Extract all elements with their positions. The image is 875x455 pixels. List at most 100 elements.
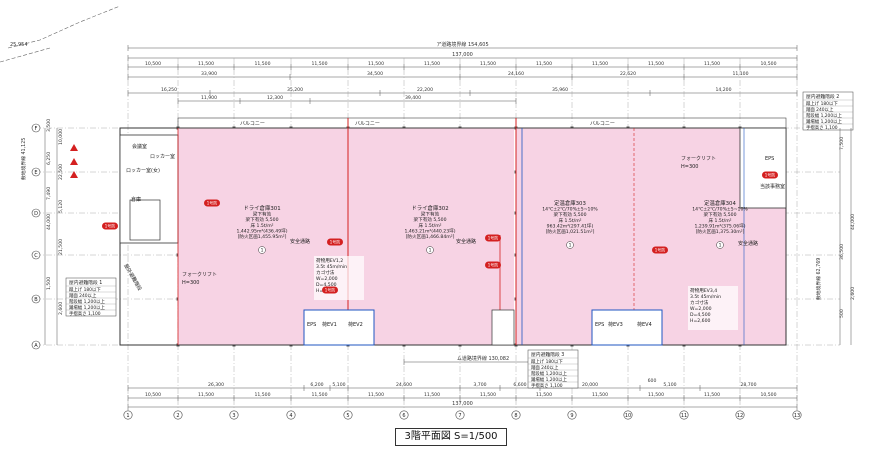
grid-col-bubble: [679, 410, 689, 420]
grid-col-label: 9: [570, 413, 573, 419]
ev-detail-text: カゴ寸法: [690, 299, 709, 306]
dimension-label: 44,000: [850, 214, 856, 230]
grid-col-label: 2: [176, 413, 179, 419]
grid-row-bubble: [31, 250, 41, 260]
dimension-label: 39,400: [405, 95, 421, 101]
dimension-label: 10,500: [145, 61, 161, 67]
stair-table-row: 手摺高さ 1,100: [806, 124, 838, 131]
room-fill-303: [516, 128, 634, 345]
locker-room-2-label: ロッカー室(女): [126, 167, 160, 174]
ev-detail-text: D=4,500: [316, 282, 337, 288]
dimension-label: 11,500: [536, 392, 552, 398]
grid-col-bubble: [123, 410, 133, 420]
fire-marker-text: 1号防: [325, 287, 336, 293]
dimension-label: 11,500: [424, 61, 440, 67]
stair-core-left: [129, 199, 161, 241]
drawing-caption: 3階平面図 S=1/500: [395, 428, 507, 446]
grid-col-bubble: [455, 410, 465, 420]
room-text: 1,442.95m²(436.49坪): [236, 227, 287, 234]
stair-table-row: 階段幅 1,200以上: [531, 370, 568, 377]
dimension-label: 11,900: [201, 95, 217, 101]
stair-table-row: 蹴上げ 180以下: [531, 358, 563, 365]
side-dimensions: 3,50010,0006,25022,5007,4905,12044,00021…: [20, 119, 856, 345]
grid-col-label: 12: [737, 413, 743, 419]
ev-label-3: 荷EV3: [608, 321, 623, 328]
dimension-label: 11,500: [368, 392, 384, 398]
room-fill-301: [178, 128, 348, 345]
dimension-label: 28,700: [740, 382, 756, 388]
dimension-label: 11,500: [480, 392, 496, 398]
dimension-label: 11,100: [732, 71, 748, 77]
room-text: 1,239.91m²(375.06坪): [694, 222, 745, 229]
ev-label-2: 荷EV2: [348, 321, 363, 328]
left-road-label: 敷地境界線 41,125: [20, 138, 27, 180]
dimension-label: 7,500: [839, 137, 845, 150]
dimension-label: 11,500: [480, 61, 496, 67]
room-text: 梁下有効 5,500: [246, 216, 279, 223]
dimension-label: 10,500: [760, 392, 776, 398]
room-text: 梁下有効 5,500: [554, 211, 587, 218]
room-text: 床 1.5t/m²: [558, 217, 581, 224]
room-text: ドライ倉庫302: [411, 204, 448, 212]
grid-col-bubble: [229, 410, 239, 420]
dimension-label: 10,000: [58, 129, 64, 145]
room-text: 床 1.5t/m²: [250, 222, 273, 229]
dimension-label: 500: [839, 309, 845, 318]
dimension-label: 5,100: [663, 382, 676, 388]
stair-core-mid: [491, 309, 515, 346]
stair-table-row: 階段幅 1,200以上: [806, 112, 843, 119]
stair-table-row: 蹴上げ 180以下: [69, 286, 101, 293]
ev-block-1: [303, 309, 375, 346]
dimension-label: 11,500: [648, 61, 664, 67]
dimension-label: 5,100: [332, 382, 345, 388]
room-text: ドライ倉庫301: [243, 204, 280, 212]
grid-col-label: 1: [126, 413, 129, 419]
dimension-label: 2,600: [58, 302, 64, 315]
dimension-label: 1,500: [46, 277, 52, 290]
ev-details: 荷物用EV1,23.5t 45m/minカゴ寸法W=2,000D=4,500H=…: [314, 256, 738, 330]
grid-col-bubble: [399, 410, 409, 420]
grid-row-label: C: [34, 253, 38, 259]
grid-row-bubble: [31, 208, 41, 218]
room-text: 床 1.5t/m²: [418, 222, 441, 229]
dimension-label: 6,200: [310, 382, 323, 388]
forklift-h-2: H=300: [681, 164, 699, 170]
top-left-mark: 25,954: [10, 42, 28, 48]
room-text: 1,463.21m²(440.23坪): [404, 227, 455, 234]
room-text: [防火区画1,021.51m²]: [546, 228, 595, 235]
fire-marker: [485, 261, 501, 269]
safe-path-label-3: 安全通路: [738, 240, 758, 247]
stair-table-row: 踏面 240以上: [531, 364, 559, 371]
misc-labels: 会議室 ロッカー室 ロッカー室(女) 倉庫 バルコニー バルコニー バルコニー …: [122, 121, 785, 328]
dimension-label: 3,700: [473, 382, 486, 388]
ev-block-2: [591, 309, 663, 346]
stair-table-title: 屋内避難階段 1: [69, 279, 102, 286]
grid-col-bubble: [792, 410, 802, 420]
dimension-label: 11,500: [648, 392, 664, 398]
fire-marker: [327, 238, 343, 246]
balcony-strip: [177, 117, 787, 129]
dimension-label: 21,500: [58, 239, 64, 255]
svg-text:1: 1: [261, 248, 264, 254]
dimension-label: 137,000: [452, 52, 473, 58]
safe-path-label-1: 安全通路: [290, 238, 310, 245]
grid-col-bubble: [173, 410, 183, 420]
ev-detail-text: 荷物用EV1,2: [316, 257, 343, 264]
ev-detail-text: 3.5t 45m/min: [316, 264, 347, 270]
dimension-label: 7,490: [46, 187, 52, 200]
dimension-label: 35,200: [287, 87, 303, 93]
ev-detail: 荷物用EV3,43.5t 45m/minカゴ寸法W=2,000D=4,500H=…: [688, 286, 738, 330]
room-text: 定温倉庫304: [704, 199, 736, 207]
right-office-block: [739, 127, 787, 209]
fire-marker-text: 1号防: [207, 200, 218, 206]
stair-table-row: 踊場幅 1,200以上: [531, 376, 568, 383]
office-label: 当該事務室: [760, 183, 785, 190]
ev-detail: 荷物用EV1,23.5t 45m/minカゴ寸法W=2,000D=4,500H=…: [314, 256, 364, 300]
dimension-label: 35,960: [552, 87, 568, 93]
